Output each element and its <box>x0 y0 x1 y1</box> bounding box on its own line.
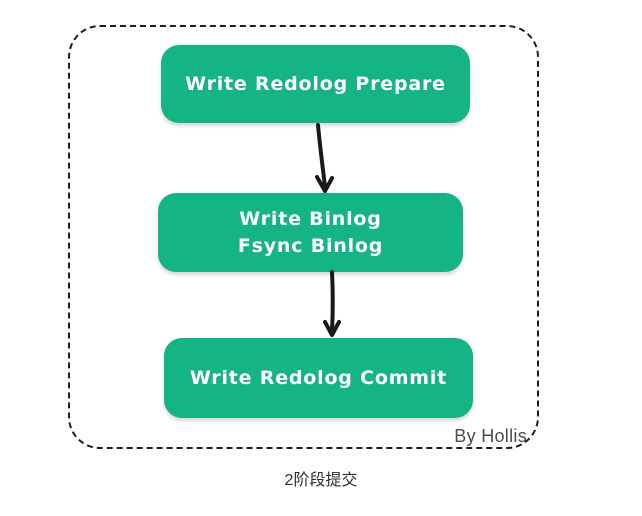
arrow-shaft <box>316 123 327 189</box>
node-write-binlog-fsync-binlog[interactable]: Write Binlog Fsync Binlog <box>158 193 463 272</box>
diagram-caption: 2阶段提交 <box>284 472 358 489</box>
arrow-shaft <box>330 270 335 334</box>
arrowhead-icon <box>315 175 334 193</box>
node-label-line1: Write Binlog <box>239 207 382 230</box>
arrowhead-icon <box>323 320 341 337</box>
node-label: Write Redolog Commit <box>189 366 448 389</box>
arrow-binlog-to-commit <box>323 270 341 337</box>
node-label-line2: Fsync Binlog <box>237 234 384 257</box>
node-label: Write Redolog Prepare <box>185 72 446 95</box>
node-write-redolog-commit[interactable]: Write Redolog Commit <box>164 338 473 418</box>
node-write-redolog-prepare[interactable]: Write Redolog Prepare <box>161 45 470 123</box>
credit-by-hollis: By Hollis <box>454 426 527 446</box>
arrow-prepare-to-binlog <box>315 123 334 193</box>
dashed-frame <box>68 25 539 449</box>
